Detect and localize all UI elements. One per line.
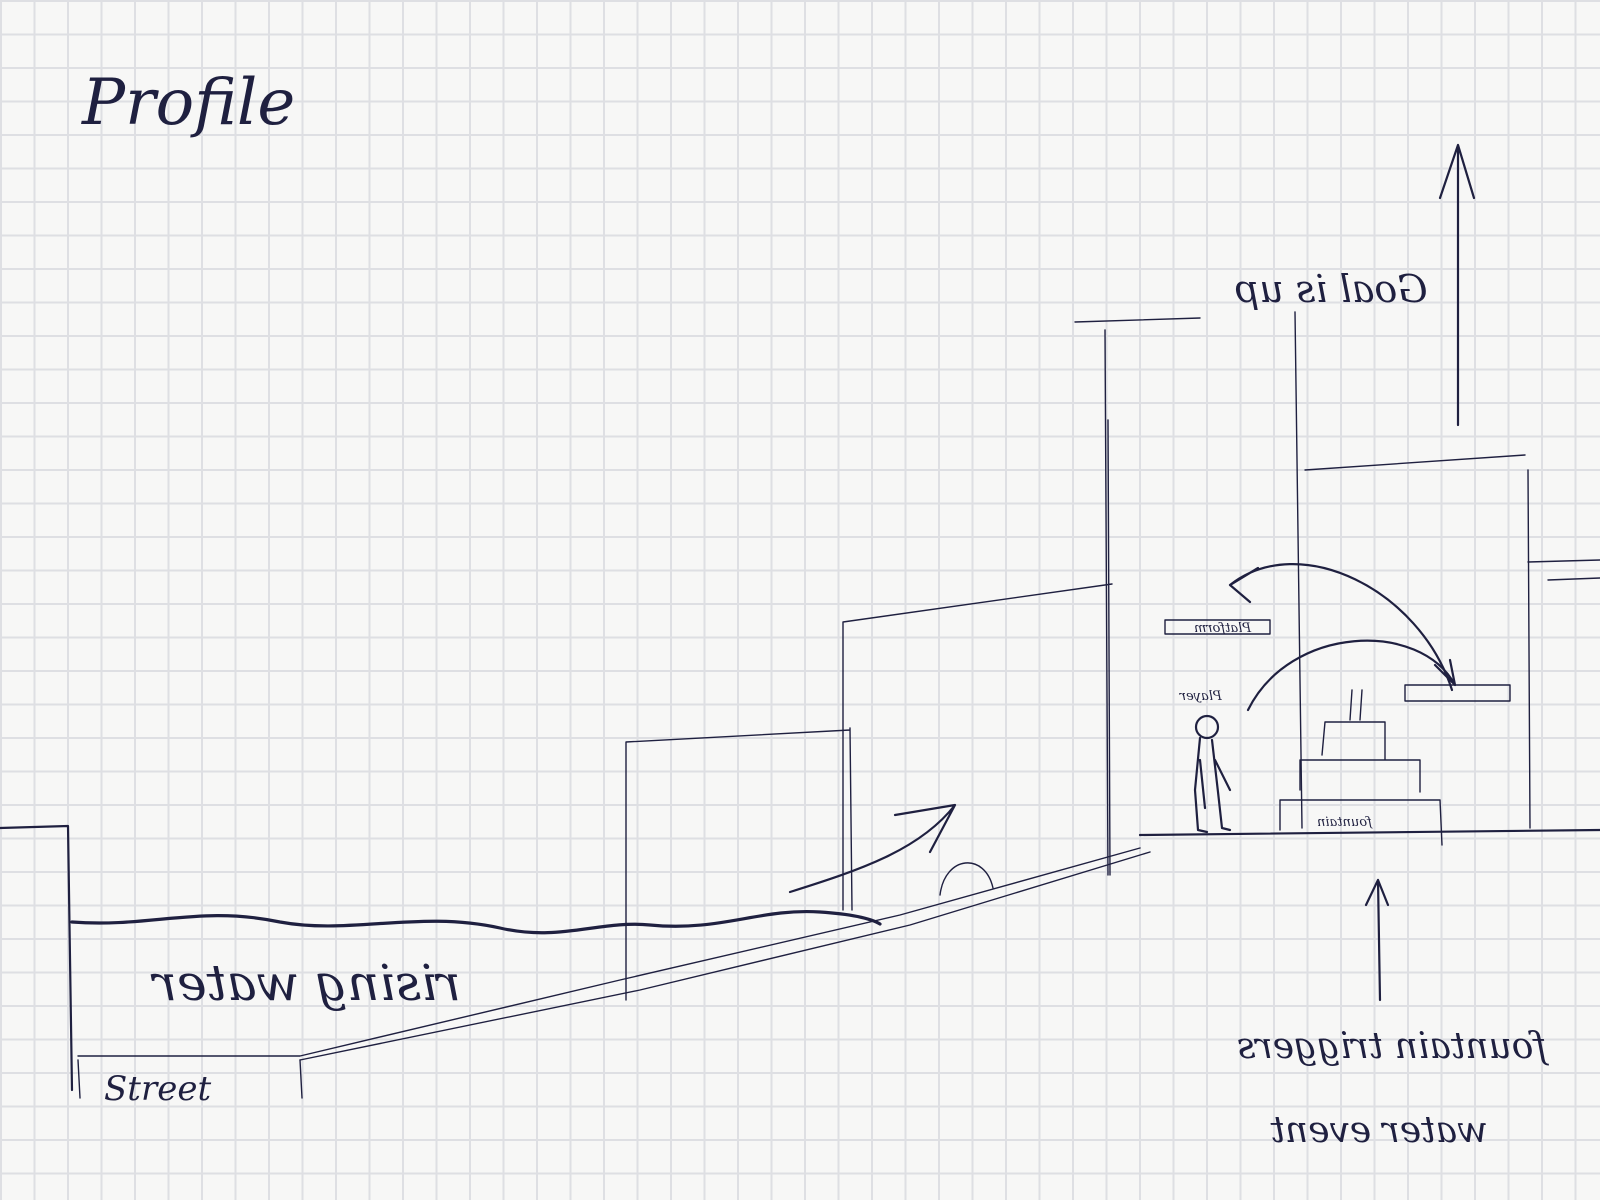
building-2 [843, 420, 1112, 910]
right-building [1305, 455, 1530, 828]
left-ledge [0, 826, 72, 1090]
platform-right [1405, 685, 1510, 701]
player-label: Player [1179, 689, 1223, 704]
trigger-arrow [1366, 880, 1388, 1000]
street-label: Street [104, 1069, 211, 1109]
sketch-title: Profile [81, 66, 295, 140]
fountain-label: fountain [1317, 815, 1373, 830]
water-label: rising water [150, 954, 461, 1012]
far-right-edge [1528, 560, 1600, 580]
goal-label: Goal is up [1235, 267, 1428, 311]
jump-arc-upper [1230, 564, 1452, 690]
mound [940, 863, 993, 895]
building-1 [626, 728, 852, 1000]
trigger-label-line2: water event [1270, 1110, 1488, 1151]
goal-arrow [1440, 145, 1474, 425]
street-floor [78, 848, 1140, 1056]
trigger-label-line1: fountain triggers [1237, 1026, 1550, 1067]
player-figure [1195, 716, 1230, 832]
water-surface [72, 912, 880, 933]
ground-floor [1140, 830, 1600, 835]
platform-label: Platform [1194, 621, 1252, 636]
water-flow-arrow [790, 805, 955, 892]
